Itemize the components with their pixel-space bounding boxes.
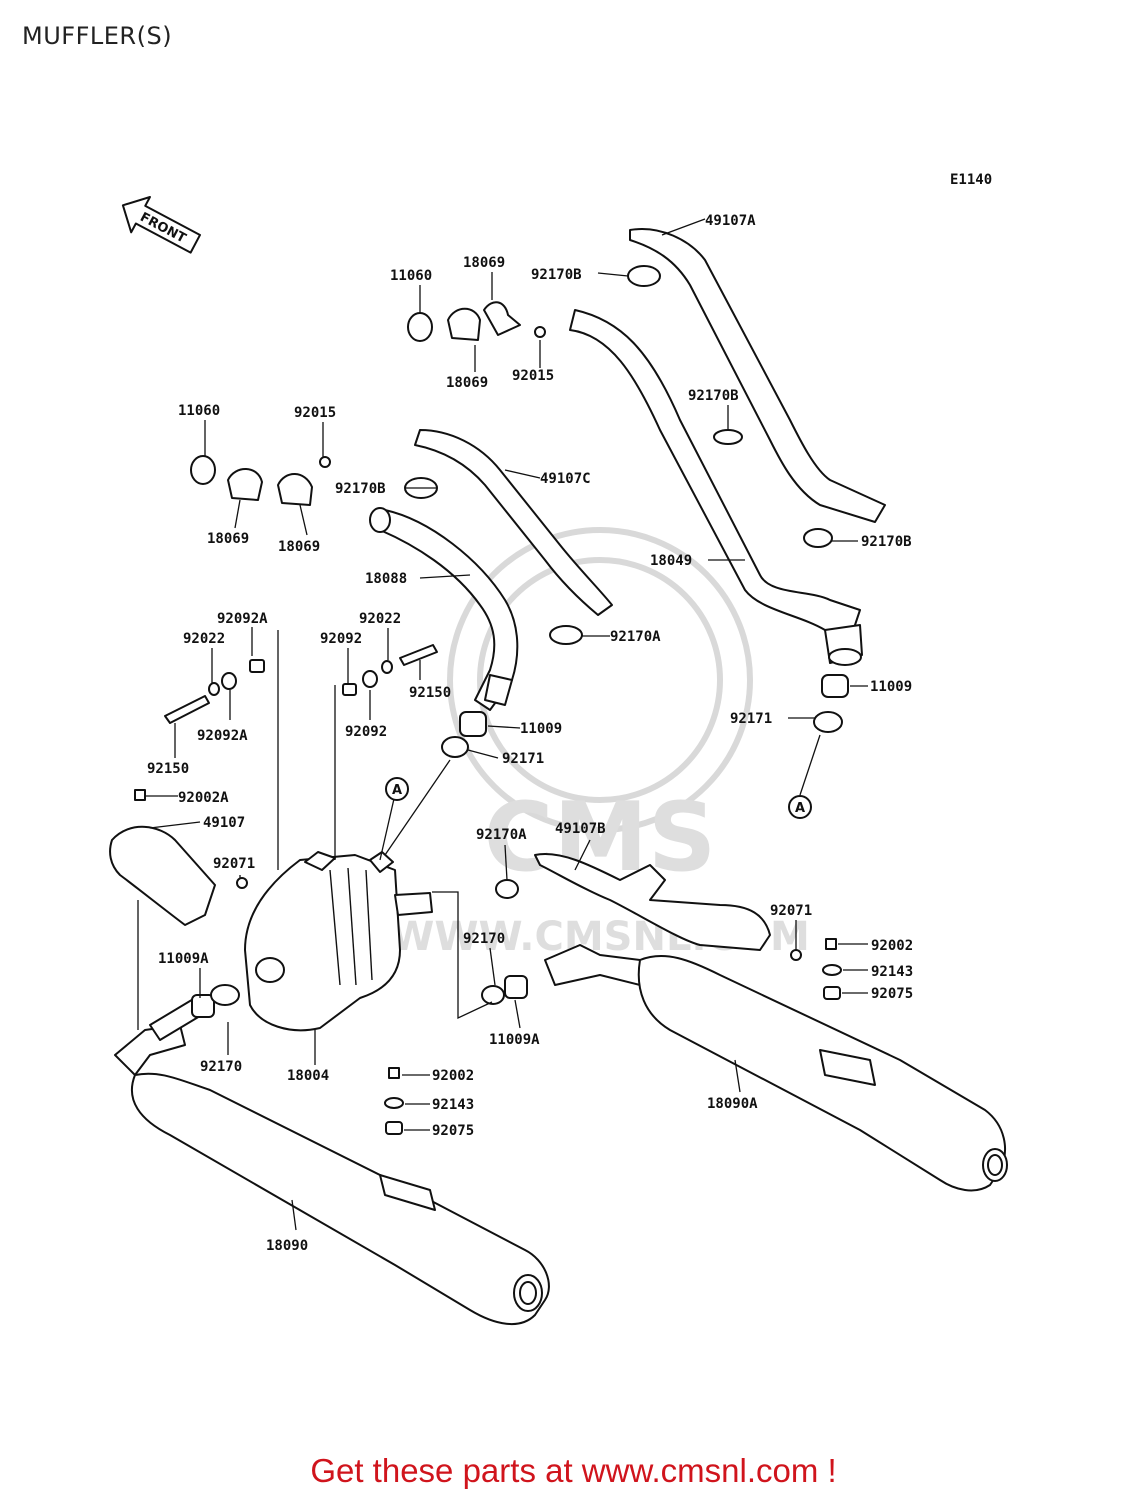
callout-label: 18090A [707,1096,758,1112]
callout-label: 92150 [409,685,451,701]
pipe-11009a [149,975,528,1041]
callout-label: 18069 [207,531,249,547]
callout-label: 18069 [463,255,505,271]
callout-label: 92092 [345,724,387,740]
callout-label: 92092A [217,611,268,627]
callout-label: 92015 [294,405,336,421]
callout-label: 92170B [861,534,912,550]
reference-marker-label: A [795,801,805,816]
holder-18069 [227,301,521,506]
exhaust-pipe-rear [569,309,863,666]
callout-label: 49107A [705,213,756,229]
callout-label: 92170B [688,388,739,404]
callout-label: 92071 [770,903,812,919]
page-title: MUFFLER(S) [22,22,173,50]
reference-marker-label: A [392,783,402,798]
muffler-left [114,1024,550,1326]
reference-marker-a: A [788,795,812,819]
callout-label: 18090 [266,1238,308,1254]
callout-label: 18088 [365,571,407,587]
callout-label: 92002 [432,1068,474,1084]
front-arrow-icon: FRONT [121,196,202,254]
callout-label: 92171 [730,711,772,727]
callout-label: 92143 [432,1097,474,1113]
callout-label: 18049 [650,553,692,569]
callout-label: 11009 [520,721,562,737]
leader-lines [137,218,868,1231]
callout-label: 92092A [197,728,248,744]
reference-marker-a: A [385,777,409,801]
heat-cover-49107 [109,825,216,926]
gasket-11060 [190,312,433,485]
callout-label: 11060 [178,403,220,419]
heat-cover-49107a [629,228,886,523]
callout-label: 92022 [183,631,225,647]
callout-label: 92092 [320,631,362,647]
callout-label: 18069 [446,375,488,391]
mount-hardware [384,938,842,1135]
callout-label: 92002A [178,790,229,806]
callout-label: 49107C [540,471,591,487]
callout-label: 11009 [870,679,912,695]
diagram-code: E1140 [950,172,992,188]
callout-label: 92015 [512,368,554,384]
callout-label: 92170 [463,931,505,947]
exhaust-pipe-front [369,507,519,711]
callout-label: 92170 [200,1059,242,1075]
bolts-washers [134,644,802,961]
callout-label: 49107 [203,815,245,831]
callout-label: 92170B [335,481,386,497]
clamp-92170a [495,625,583,899]
callout-label: 92002 [871,938,913,954]
callout-label: 92170A [610,629,661,645]
callout-label: 11060 [390,268,432,284]
promo-link[interactable]: Get these parts at www.cmsnl.com ! [310,1452,837,1489]
nut-92015 [319,326,546,468]
heat-cover-49107c [414,429,613,616]
clamp-92171 [441,711,843,758]
callout-label: 92143 [871,964,913,980]
muffler-chamber [244,851,433,1032]
callout-label: 49107B [555,821,606,837]
callout-label: 11009A [489,1032,540,1048]
callout-label: 92022 [359,611,401,627]
callout-label: 92150 [147,761,189,777]
callout-label: 92071 [213,856,255,872]
callout-label: 18069 [278,539,320,555]
callout-label: 11009A [158,951,209,967]
gasket-11009 [459,674,849,737]
callout-label: 92170A [476,827,527,843]
callout-label: 92075 [432,1123,474,1139]
callout-labels: 49107A 18069 11060 92170B 18069 92015 92… [147,213,913,1254]
cover-49107b [534,853,771,951]
callout-label: 92075 [871,986,913,1002]
callout-label: 92170B [531,267,582,283]
callout-label: 18004 [287,1068,329,1084]
callout-label: 92171 [502,751,544,767]
muffler-right [544,944,1008,1192]
